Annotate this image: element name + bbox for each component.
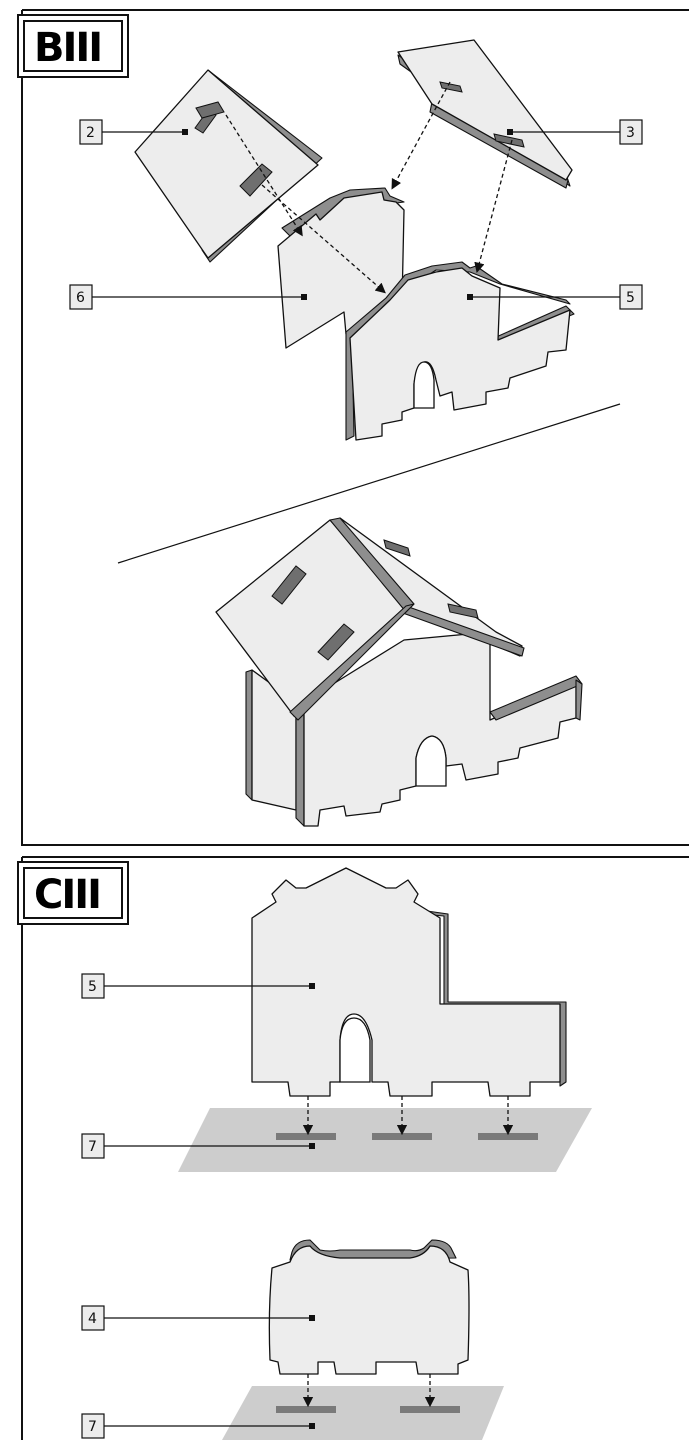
section-b-title: BIII — [34, 25, 101, 71]
svg-text:6: 6 — [76, 290, 85, 306]
roof-panel-3 — [398, 40, 572, 188]
svg-text:5: 5 — [88, 979, 97, 995]
base-plate-7-top — [178, 1096, 592, 1172]
wall-piece-5-c — [252, 868, 566, 1096]
svg-text:7: 7 — [88, 1139, 97, 1155]
svg-text:7: 7 — [88, 1419, 97, 1435]
svg-text:4: 4 — [88, 1311, 97, 1327]
wall-piece-4 — [269, 1240, 469, 1374]
svg-text:3: 3 — [626, 125, 635, 141]
section-c-title: CIII — [34, 872, 100, 918]
base-plate-7-bottom — [222, 1374, 504, 1440]
svg-text:5: 5 — [626, 290, 635, 306]
callout-b-6: 6 — [70, 285, 307, 309]
svg-text:2: 2 — [86, 125, 95, 141]
assembled-house — [216, 518, 582, 826]
